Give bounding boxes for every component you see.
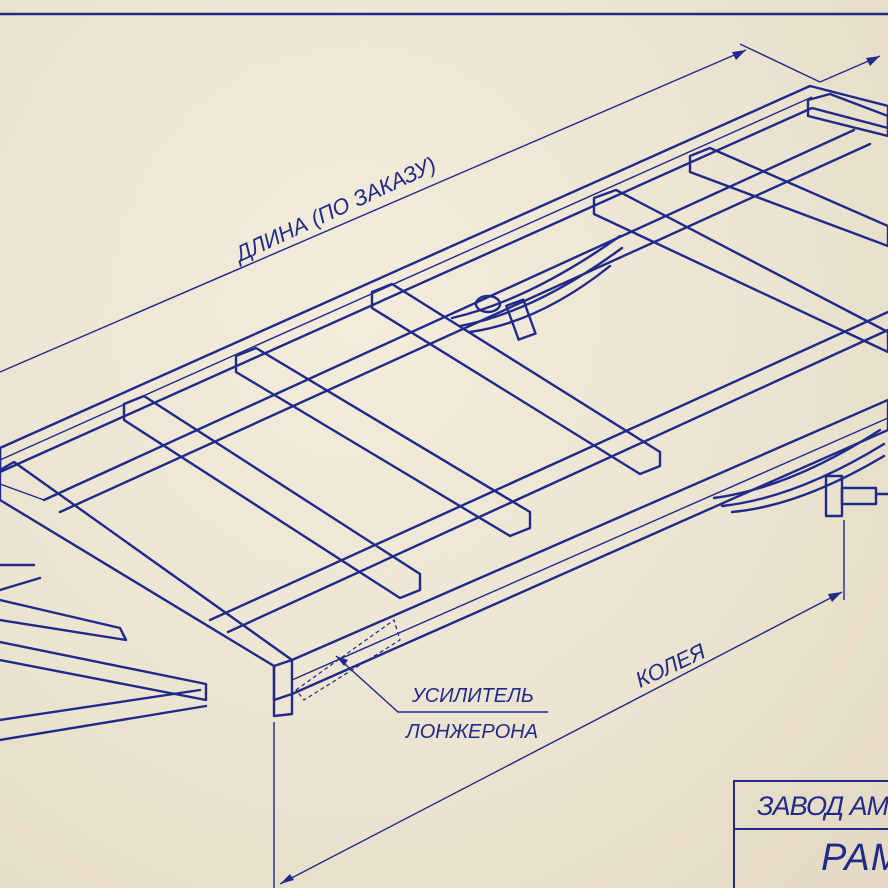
length-label: ДЛИНА (ПО ЗАКАЗУ): [229, 152, 440, 268]
length-dimension: [0, 43, 881, 373]
track-label: КОЛЕЯ: [632, 638, 710, 692]
right-side-rail: [272, 398, 888, 702]
reinforcement-label-line1: УСИЛИТЕЛЬ: [411, 685, 534, 707]
drawbar: [0, 563, 208, 742]
reinforcement-plate: [295, 619, 401, 701]
left-leader: [0, 483, 45, 501]
reinforcement-leader: [335, 655, 548, 713]
cross-members: [42, 92, 888, 634]
title-block-company: ЗАВОД АМС: [735, 782, 888, 830]
track-dimension: [273, 520, 845, 888]
leaf-spring-front: [712, 428, 888, 518]
leaf-spring-rear: [450, 234, 624, 341]
reinforcement-label-line2: ЛОНЖЕРОНА: [404, 721, 538, 743]
title-block-drawing-name: РАМА: [821, 837, 888, 879]
left-side-rail: [0, 84, 888, 474]
title-block: ЗАВОД АМС РАМА: [733, 780, 888, 888]
